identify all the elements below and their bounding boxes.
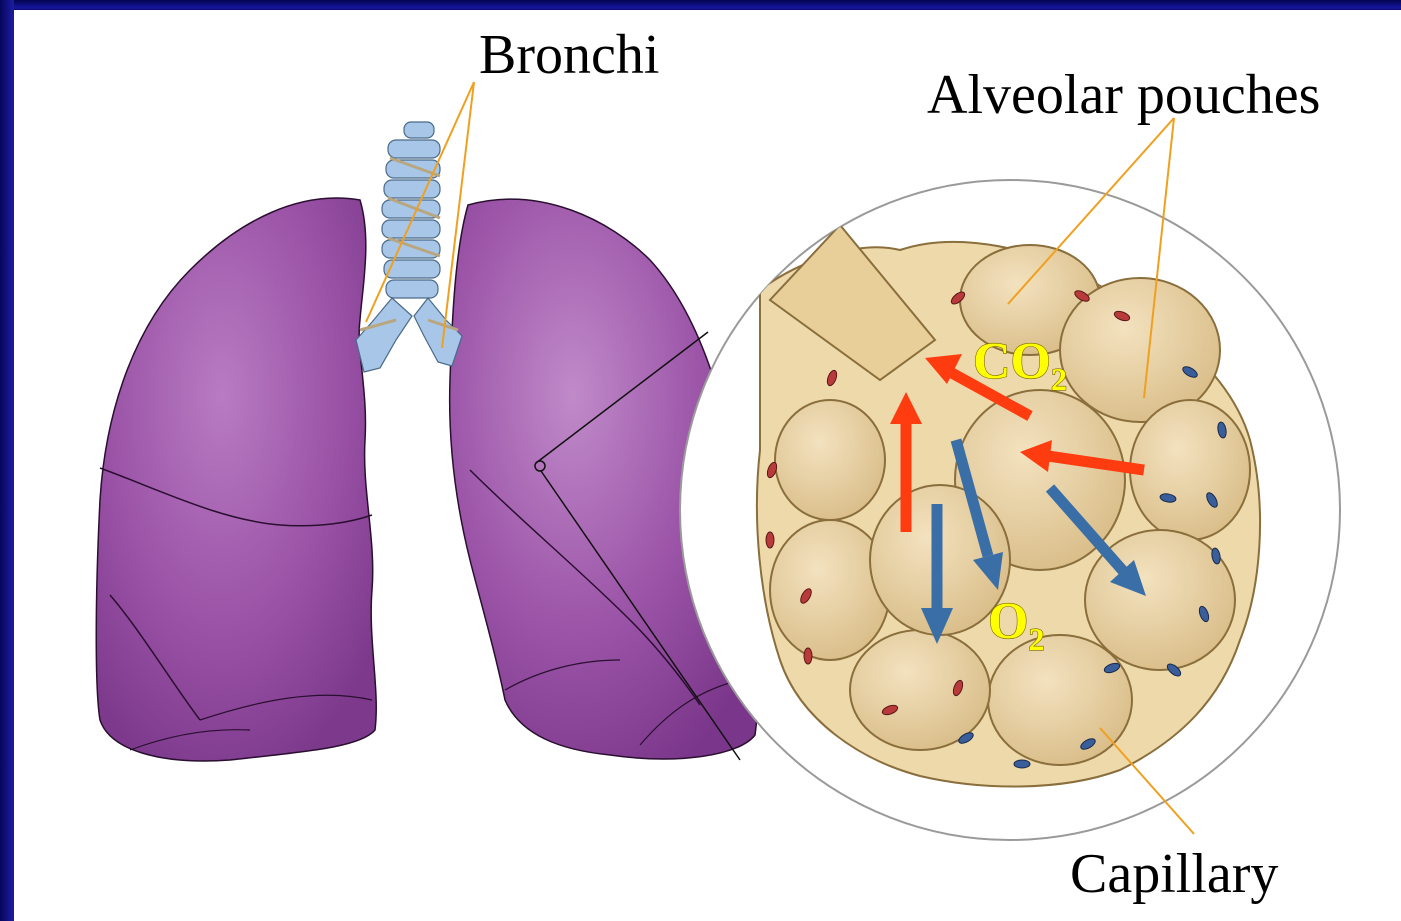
bronchi-label: Bronchi [479, 24, 659, 86]
trachea [382, 122, 440, 298]
left-lung [96, 198, 376, 761]
co2-label-subscript: 2 [1051, 361, 1067, 397]
o2-label-subscript: 2 [1028, 621, 1044, 657]
alveolar-cluster [757, 225, 1260, 787]
capillary-label: Capillary [1070, 843, 1278, 905]
o2-label-main: O [988, 593, 1028, 650]
co2-label-main: CO [973, 333, 1051, 390]
alveolar-pouches-label: Alveolar pouches [927, 64, 1320, 126]
